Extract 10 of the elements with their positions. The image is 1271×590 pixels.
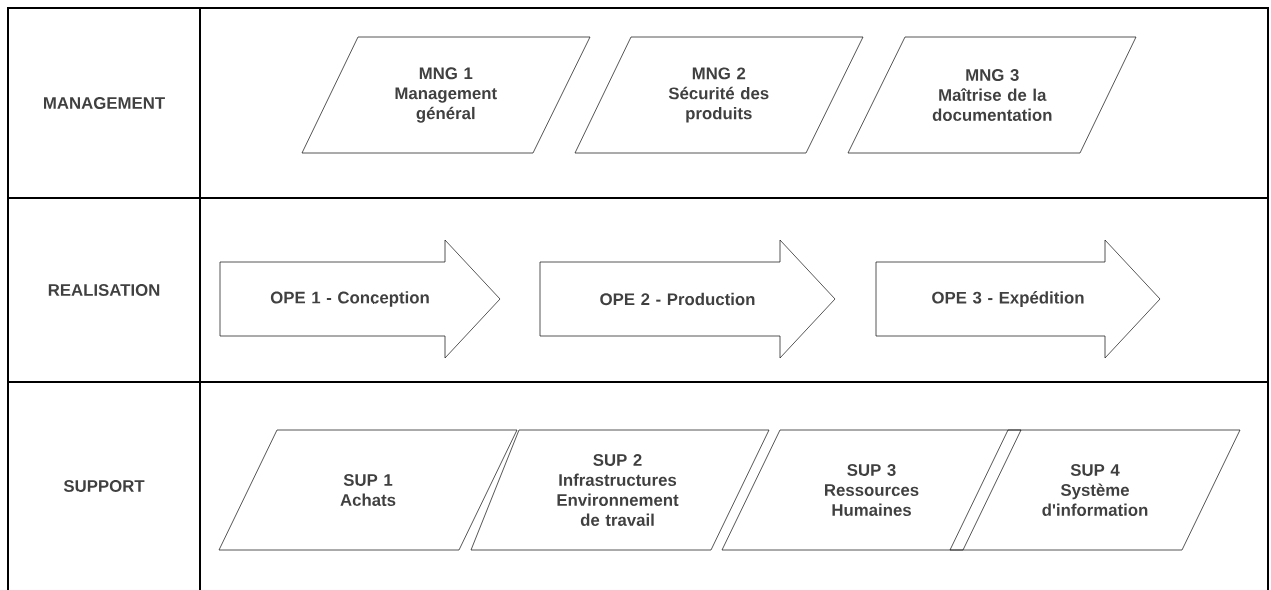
process-parallelogram: SUP 2 Infrastructures Environnement de travail [470, 429, 770, 551]
row-header: SUPPORT [63, 480, 145, 492]
process-parallelogram: SUP 1 Achats [218, 429, 518, 551]
process-parallelogram: MNG 3 Maîtrise de la documentation [847, 36, 1137, 154]
process-parallelogram: MNG 1 Management général [301, 36, 591, 154]
process-parallelogram: SUP 3 Ressources Humaines [721, 429, 1022, 551]
process-parallelogram: MNG 2 Sécurité des produits [574, 36, 864, 154]
row-header: MANAGEMENT [44, 97, 165, 109]
process-parallelogram: SUP 4 Système d'information [949, 429, 1241, 551]
row-header: REALISATION [48, 284, 160, 296]
